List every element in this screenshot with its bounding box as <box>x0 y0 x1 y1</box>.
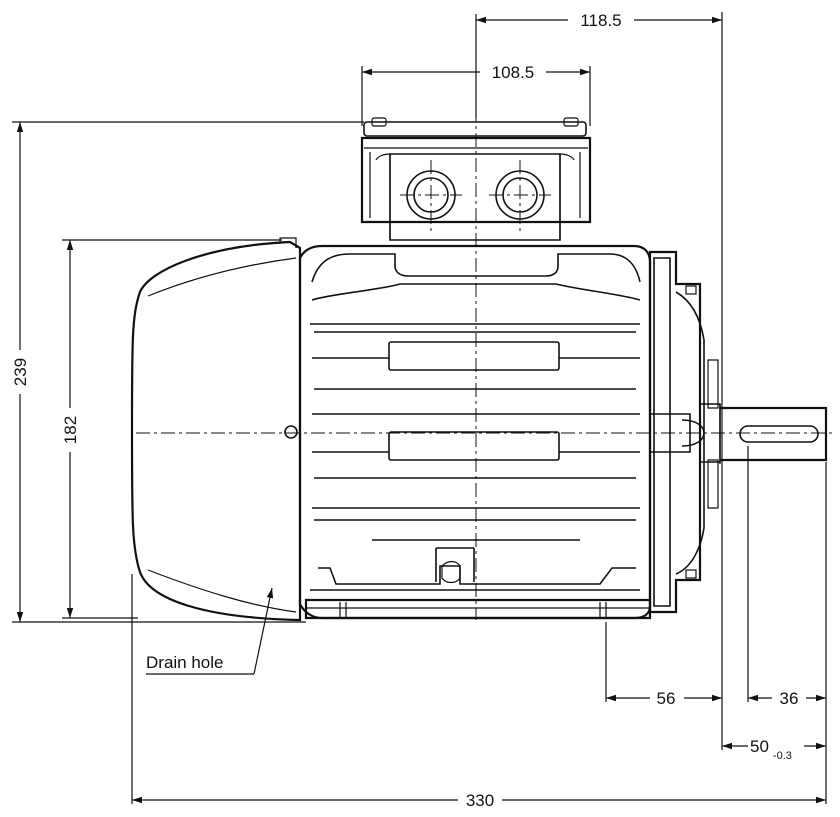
dim-108-5: 108.5 <box>362 62 590 82</box>
dim-239: 239 <box>10 122 30 622</box>
svg-text:50-0.3: 50 -0.3 <box>750 737 792 762</box>
end-shield <box>648 250 721 614</box>
drain-hole-label: Drain hole <box>146 653 224 672</box>
dim-label-118-5: 118.5 <box>580 11 621 30</box>
dim-label-50: 50 <box>750 737 769 756</box>
dim-118-5: 118.5 <box>476 10 722 30</box>
drain-hole-callout: Drain hole <box>146 587 274 675</box>
dim-label-108-5: 108.5 <box>492 63 535 82</box>
dim-36: 36 <box>748 688 826 708</box>
dim-label-50-tolerance: -0.3 <box>773 750 792 762</box>
extension-lines <box>12 12 827 804</box>
dim-label-330: 330 <box>466 791 494 810</box>
terminal-box <box>360 117 592 241</box>
dim-50: 50 -0.3 <box>722 734 826 762</box>
cable-gland-left <box>400 160 462 232</box>
dim-label-36: 36 <box>780 689 799 708</box>
dim-label-182: 182 <box>61 416 80 444</box>
stator-frame <box>298 244 652 620</box>
fan-cowl <box>130 237 302 622</box>
dim-182: 182 <box>60 240 80 618</box>
dim-label-56: 56 <box>657 689 676 708</box>
dim-330: 330 <box>132 790 826 810</box>
dim-56: 56 <box>606 688 722 708</box>
center-lines <box>136 108 836 620</box>
dim-label-239: 239 <box>11 358 30 386</box>
shaft <box>719 404 828 464</box>
cable-gland-right <box>489 160 551 232</box>
